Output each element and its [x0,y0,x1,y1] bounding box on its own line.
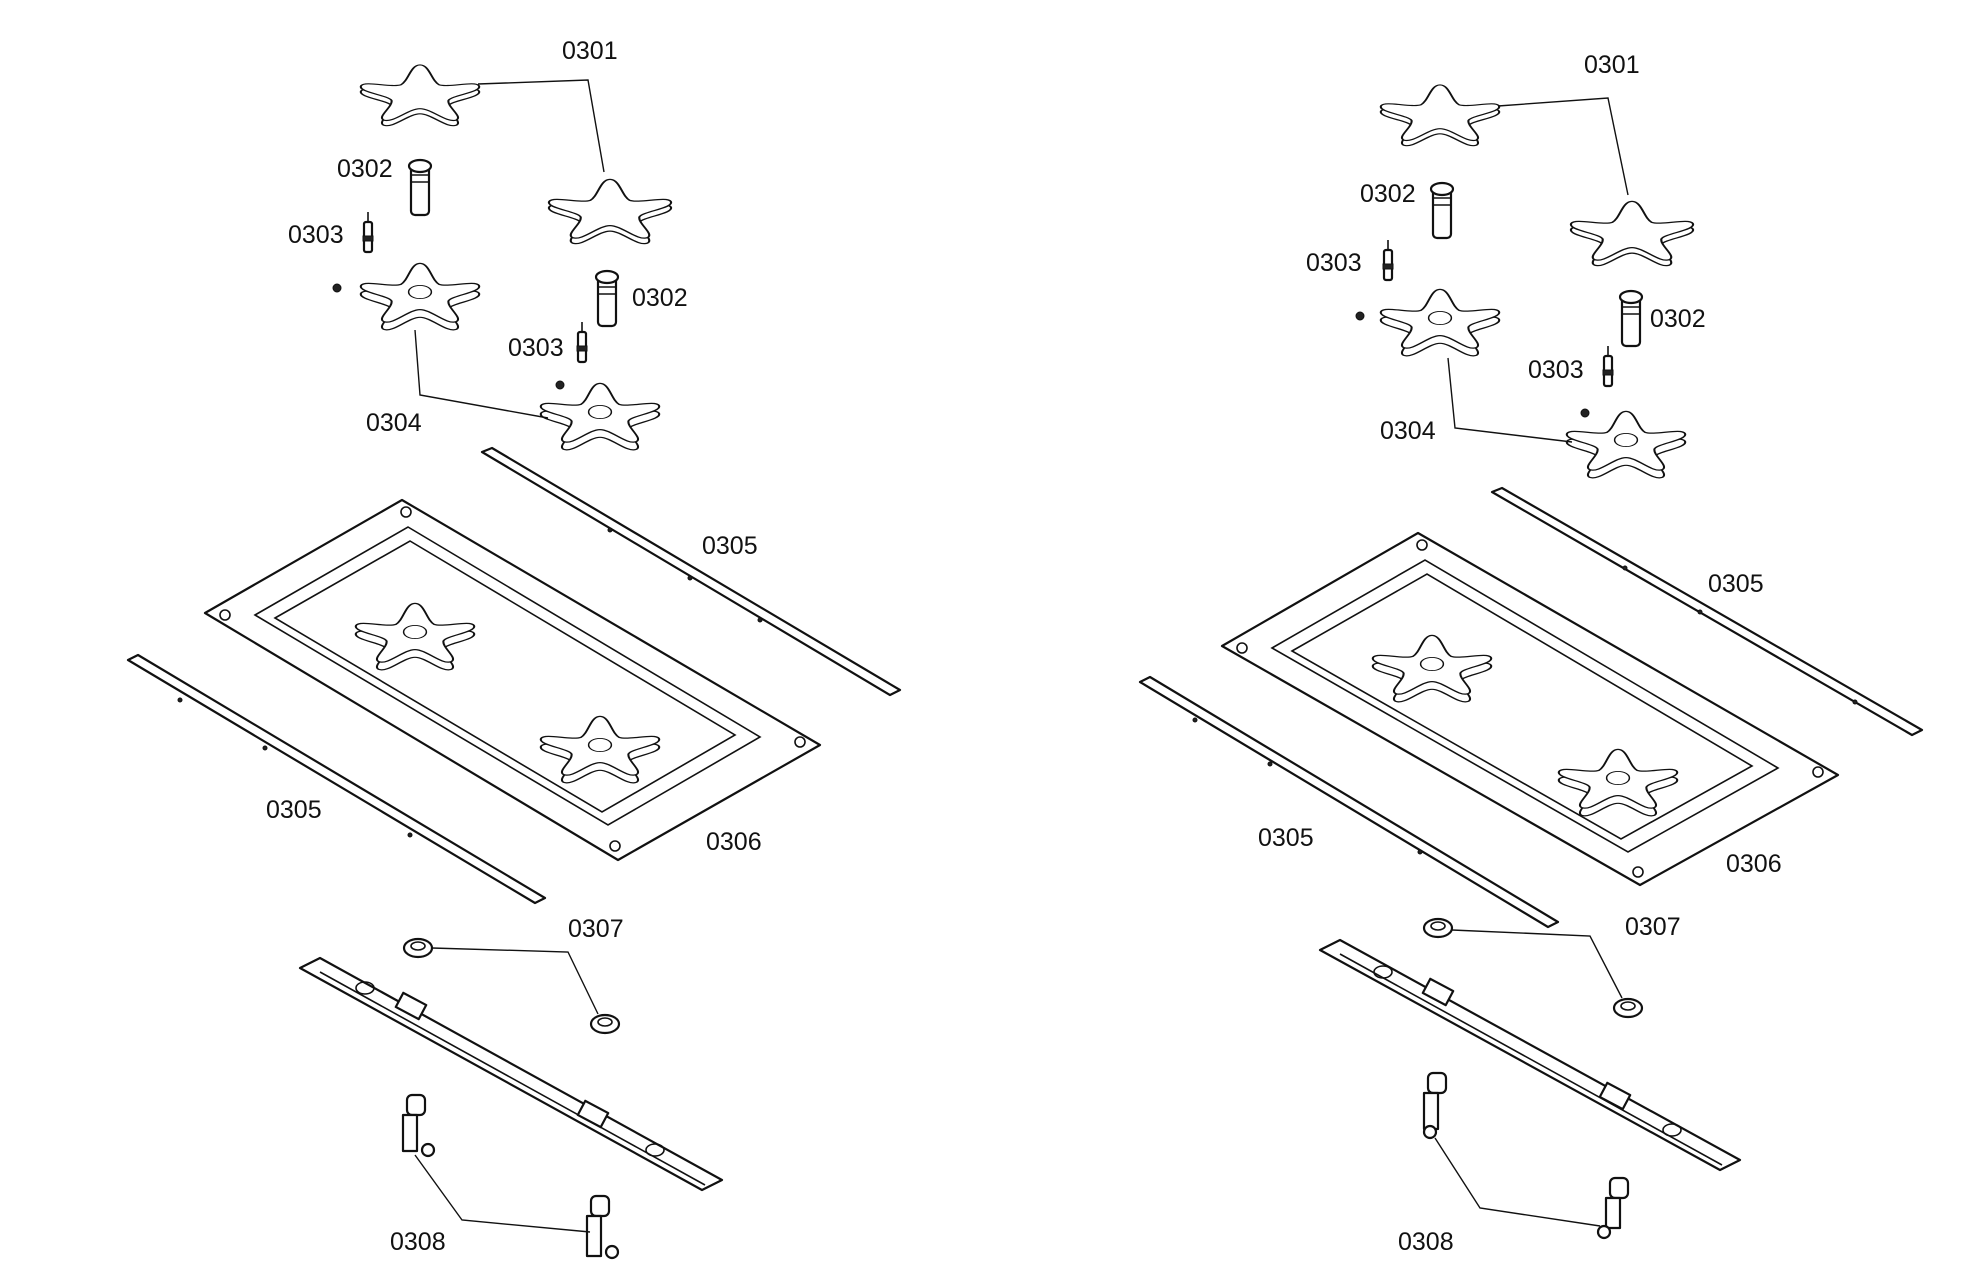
label-0302: 0302 [1360,180,1416,208]
bracket-rail-part [1318,938,1742,1172]
ring-part [402,937,621,1035]
label-0306: 0306 [1726,850,1782,878]
label-0303: 0303 [1306,249,1362,277]
burner-body-part [1379,288,1687,479]
label-0302: 0302 [1650,305,1706,333]
side-strip-part [126,446,902,905]
label-0301: 0301 [562,37,618,65]
label-0305: 0305 [1708,570,1764,598]
burner-tray-part [203,498,822,862]
sleeve-part [1429,181,1644,348]
bracket-rail-part [298,956,724,1192]
label-0302: 0302 [337,155,393,183]
gas-valve-part [401,1093,620,1260]
label-0307: 0307 [1625,913,1681,941]
ring-part [1422,917,1644,1019]
burner-tray-part [1220,531,1840,887]
label-0308: 0308 [390,1228,446,1256]
burner-cap-part [1379,83,1695,267]
label-0305: 0305 [1258,824,1314,852]
label-0305: 0305 [266,796,322,824]
injector-part [332,212,588,390]
right-assembly: 0301 0302 0302 0303 0303 0304 0305 0305 … [1138,51,1924,1256]
label-0304: 0304 [1380,417,1436,445]
label-0301: 0301 [1584,51,1640,79]
label-0303: 0303 [1528,356,1584,384]
injector-part [1355,240,1614,418]
label-0303: 0303 [288,221,344,249]
sleeve-part [407,158,620,328]
label-0303: 0303 [508,334,564,362]
label-0307: 0307 [568,915,624,943]
side-strip-part [1138,486,1924,929]
label-0308: 0308 [1398,1228,1454,1256]
label-0306: 0306 [706,828,762,856]
burner-cap-part [359,63,673,245]
label-0302: 0302 [632,284,688,312]
gas-valve-part [1422,1071,1630,1240]
left-assembly: 0301 0302 0302 0303 0303 0304 0305 0305 … [126,37,902,1260]
label-0304: 0304 [366,409,422,437]
burner-body-part [359,262,661,451]
label-0305: 0305 [702,532,758,560]
